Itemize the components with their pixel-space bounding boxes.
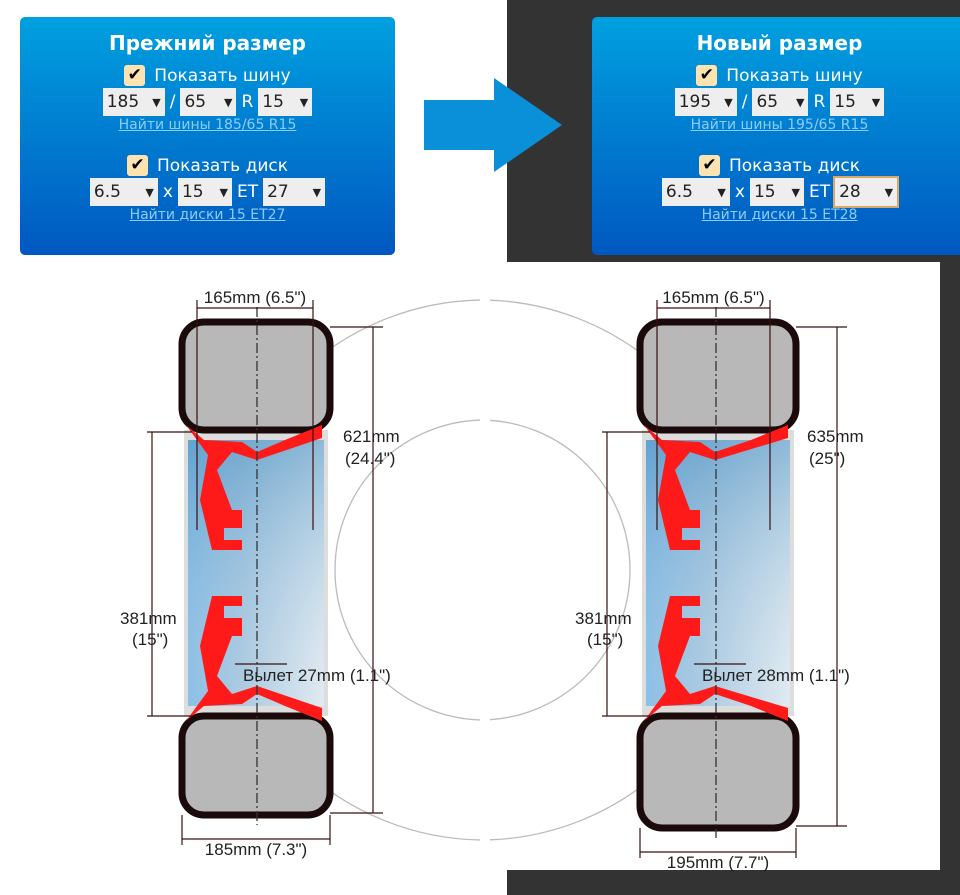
check-icon: ✔: [702, 155, 717, 175]
show-disc-checkbox[interactable]: ✔: [698, 155, 720, 176]
r-label: R: [813, 92, 826, 112]
rim-width-label: 165mm (6.5"): [662, 288, 764, 307]
offset-label: Вылет 28mm (1.1"): [702, 666, 850, 685]
tire-width-label: 185mm (7.3"): [205, 840, 307, 859]
disc-diameter-select[interactable]: 15▼: [177, 178, 232, 206]
find-tires-link[interactable]: Найти шины 195/65 R15: [690, 117, 869, 133]
caret-down-icon: ▼: [884, 185, 894, 199]
et-label: ET: [808, 182, 831, 202]
rim-diam-in-label: (15"): [132, 630, 168, 649]
caret-down-icon: ▼: [299, 95, 309, 109]
caret-down-icon: ▼: [223, 95, 233, 109]
caret-down-icon: ▼: [152, 95, 161, 109]
show-tire-checkbox[interactable]: ✔: [696, 65, 718, 86]
tire-top-section: [636, 318, 800, 434]
outer-diam-mm-label: 635mm: [807, 427, 864, 446]
tire-width-select[interactable]: 195▼: [674, 88, 737, 116]
disc-top-profile: [186, 425, 322, 550]
caret-down-icon: ▼: [791, 185, 800, 199]
rim-diam-in-label: (15"): [587, 630, 623, 649]
caret-down-icon: ▼: [219, 185, 228, 199]
separator: /: [169, 92, 176, 112]
disc-width-select[interactable]: 6.5▼: [661, 178, 730, 206]
rim-circle: [490, 419, 631, 721]
check-icon: ✔: [127, 65, 142, 85]
outer-diam-in-label: (25"): [809, 449, 845, 468]
separator: /: [741, 92, 748, 112]
outer-diam-mm-label: 621mm: [343, 427, 400, 446]
x-label: x: [734, 182, 745, 202]
arrow-right-icon: [424, 78, 562, 172]
find-tires-link[interactable]: Найти шины 185/65 R15: [118, 117, 297, 133]
offset-select[interactable]: 28▼: [833, 176, 900, 208]
x-label: x: [162, 182, 173, 202]
show-disc-label: Показать диск: [156, 155, 289, 176]
find-discs-link[interactable]: Найти диски 15 ET28: [701, 207, 858, 223]
disc-diameter-select[interactable]: 15▼: [749, 178, 804, 206]
rim-width-label: 165mm (6.5"): [204, 288, 306, 307]
tire-width-select[interactable]: 185▼: [102, 88, 165, 116]
caret-down-icon: ▼: [724, 95, 733, 109]
caret-down-icon: ▼: [145, 185, 154, 199]
disc-bottom-profile: [644, 596, 788, 721]
panel-title: Прежний размер: [109, 31, 306, 55]
et-label: ET: [236, 182, 259, 202]
caret-down-icon: ▼: [717, 185, 726, 199]
tire-profile-select[interactable]: 65▼: [180, 88, 237, 116]
check-icon: ✔: [130, 155, 145, 175]
disc-bottom-profile: [186, 596, 322, 721]
show-tire-checkbox[interactable]: ✔: [124, 65, 146, 86]
show-tire-label: Показать шину: [154, 65, 291, 86]
tire-bottom-section: [178, 712, 334, 819]
r-label: R: [241, 92, 254, 112]
tire-top-section: [178, 318, 334, 434]
offset-label: Вылет 27mm (1.1"): [243, 666, 391, 685]
caret-down-icon: ▼: [312, 185, 322, 199]
show-tire-label: Показать шину: [726, 65, 863, 86]
rim-diameter-select[interactable]: 15▼: [258, 88, 313, 116]
old-wheel: 165mm (6.5") 621mm (24.4") 381mm (15") Вылет …: [120, 288, 480, 859]
rim-diam-mm-label: 381mm: [120, 609, 177, 628]
outer-diam-in-label: (24.4"): [345, 449, 395, 468]
caret-down-icon: ▼: [795, 95, 805, 109]
tire-bottom-section: [636, 712, 800, 832]
show-disc-label: Показать диск: [728, 155, 861, 176]
show-disc-checkbox[interactable]: ✔: [126, 155, 148, 176]
find-discs-link[interactable]: Найти диски 15 ET27: [129, 207, 286, 223]
panel-title: Новый размер: [696, 31, 863, 55]
check-icon: ✔: [699, 65, 714, 85]
disc-width-select[interactable]: 6.5▼: [89, 178, 158, 206]
rim-circle: [334, 419, 480, 721]
tire-width-label: 195mm (7.7"): [667, 853, 769, 872]
tire-profile-select[interactable]: 65▼: [752, 88, 809, 116]
caret-down-icon: ▼: [871, 95, 881, 109]
rim-diameter-select[interactable]: 15▼: [830, 88, 885, 116]
rim-diam-mm-label: 381mm: [575, 609, 632, 628]
new-wheel: 165mm (6.5") 635mm (25") 381mm (15") Вылет 28…: [490, 288, 864, 872]
disc-top-profile: [644, 425, 788, 550]
offset-select[interactable]: 27▼: [263, 178, 326, 206]
